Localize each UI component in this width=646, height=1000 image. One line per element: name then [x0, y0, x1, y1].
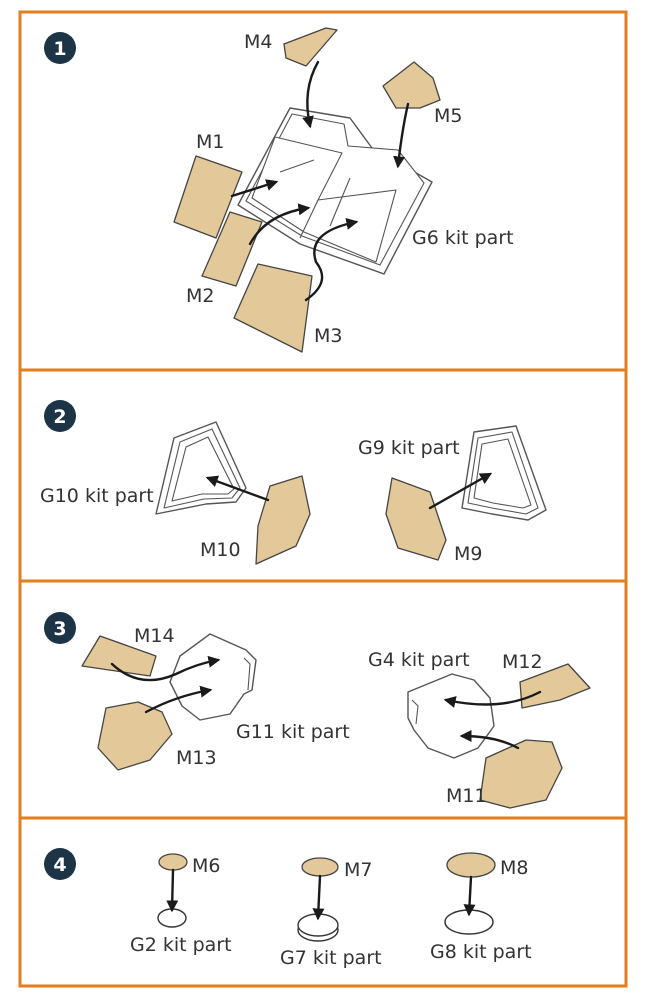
arrow-m8 — [463, 875, 476, 917]
arrow-m1 — [230, 179, 279, 198]
step-4-badge: 4 — [44, 848, 76, 880]
step-4-border — [18, 816, 628, 988]
step-2-badge: 2 — [44, 400, 76, 432]
g4-kit-part-outline — [407, 673, 495, 759]
g9-kit-part-frame — [461, 425, 547, 521]
mask-m12 — [519, 663, 591, 709]
arrow-m4 — [302, 60, 320, 129]
step-1-panel: 1 M4 M5 M1 M2 M3 G6 kit part — [18, 10, 628, 372]
label-m3: M3 — [314, 325, 342, 347]
arrow-m9 — [428, 472, 493, 510]
mask-m9 — [385, 477, 447, 561]
label-m9: M9 — [454, 543, 482, 565]
mask-m2 — [201, 211, 263, 287]
mask-m14 — [81, 635, 157, 677]
label-m14: M14 — [134, 625, 175, 647]
label-g9-kit-part: G9 kit part — [358, 437, 460, 459]
arrow-m11 — [459, 730, 520, 750]
label-g7-kit-part: G7 kit part — [280, 947, 382, 969]
label-m8: M8 — [500, 857, 528, 879]
mask-m8 — [446, 852, 496, 878]
arrow-m12 — [443, 690, 542, 708]
arrow-m3 — [304, 218, 359, 302]
g10-kit-part-frame — [155, 421, 247, 515]
arrow-m2 — [248, 203, 311, 246]
label-m2: M2 — [186, 285, 214, 307]
mask-m4 — [283, 27, 338, 67]
label-g2-kit-part: G2 kit part — [130, 934, 232, 956]
mask-m7 — [301, 857, 339, 877]
step-3-badge: 3 — [44, 612, 76, 644]
label-g10-kit-part: G10 kit part — [40, 485, 154, 507]
arrow-m6 — [166, 868, 179, 913]
arrow-m10 — [205, 475, 270, 502]
label-m4: M4 — [244, 31, 272, 53]
step-4-number: 4 — [53, 854, 66, 876]
label-g4-kit-part: G4 kit part — [368, 649, 470, 671]
mask-m5 — [382, 61, 441, 109]
step-2-border — [18, 368, 628, 583]
label-m1: M1 — [196, 131, 224, 153]
mask-m13 — [97, 701, 173, 771]
label-g6-kit-part: G6 kit part — [412, 227, 514, 249]
arrow-m7 — [312, 874, 325, 921]
mask-m10 — [255, 475, 311, 565]
arrow-m14 — [110, 655, 221, 682]
mask-m1 — [173, 155, 243, 239]
g2-kit-part-outline — [157, 908, 187, 928]
label-g8-kit-part: G8 kit part — [430, 941, 532, 963]
arrow-m13 — [144, 685, 213, 714]
step-1-number: 1 — [53, 38, 66, 60]
label-m10: M10 — [200, 539, 241, 561]
label-m5: M5 — [434, 105, 462, 127]
label-m7: M7 — [344, 859, 372, 881]
step-4-panel: 4 M6 M7 M8 G2 kit part G7 kit part G8 ki… — [18, 816, 628, 988]
g11-kit-part-outline — [169, 633, 257, 721]
mask-m3 — [233, 263, 313, 353]
step-3-number: 3 — [53, 618, 66, 640]
step-1-badge: 1 — [44, 32, 76, 64]
label-m11: M11 — [446, 785, 487, 807]
step-2-number: 2 — [53, 406, 66, 428]
step-2-panel: 2 G10 kit part G9 kit part M10 M9 — [18, 368, 628, 583]
mask-m6 — [158, 853, 188, 871]
arrow-m5 — [393, 102, 410, 169]
mask-m11 — [479, 739, 563, 809]
label-m13: M13 — [176, 747, 217, 769]
label-g11-kit-part: G11 kit part — [236, 721, 350, 743]
label-m12: M12 — [502, 651, 543, 673]
step-3-panel: 3 M14 M13 G11 kit part G4 kit part M12 M… — [18, 579, 628, 820]
label-m6: M6 — [192, 855, 220, 877]
